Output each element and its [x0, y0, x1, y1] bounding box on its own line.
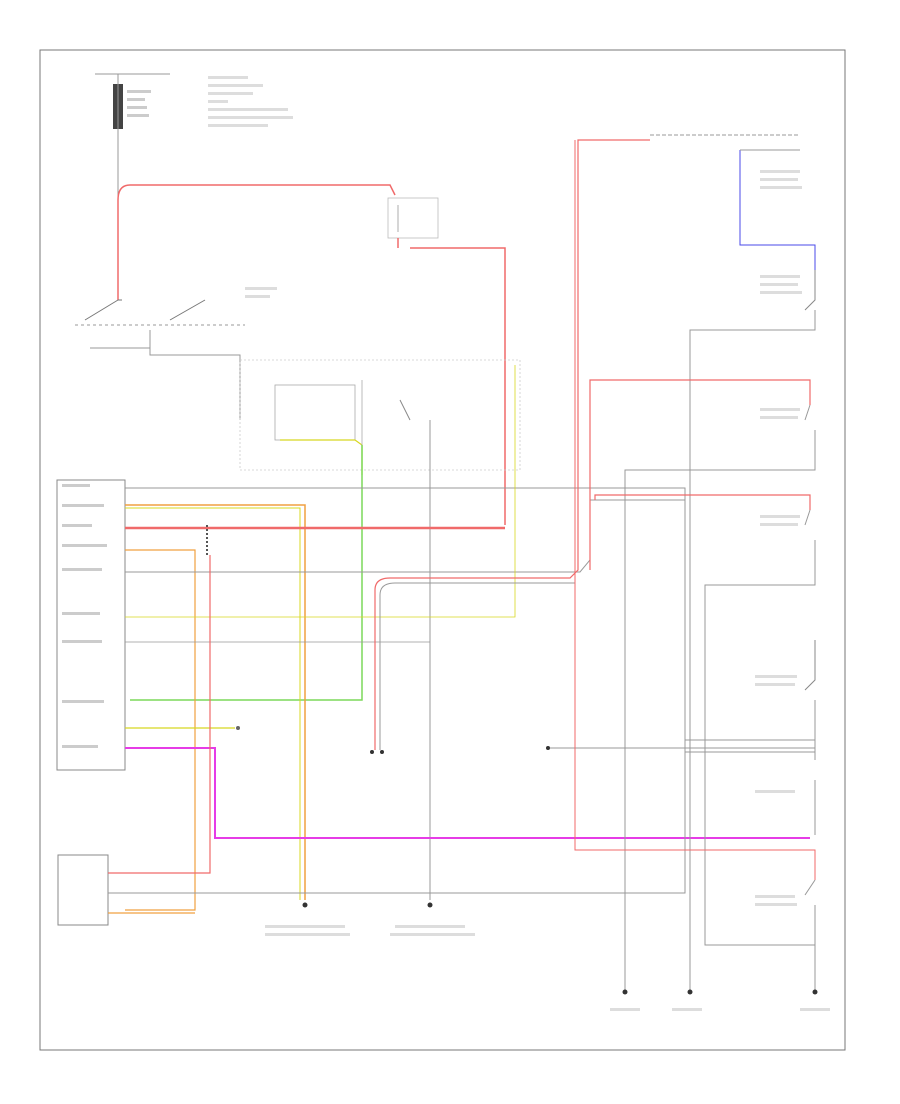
note-text-mark: [208, 100, 228, 103]
relay-switch-contact: [399, 399, 411, 421]
ignition-label-mark: [245, 287, 277, 290]
ground-label-mark: [610, 1008, 640, 1011]
relay-box: [387, 197, 439, 239]
switch-label-mark: [755, 903, 797, 906]
exterior-lights-terminal-a: [370, 750, 374, 754]
ground-label-mark: [800, 1008, 830, 1011]
sensor-module: [57, 854, 109, 926]
magenta-wire-module-to-switch: [125, 747, 810, 839]
ignition-output-wire: [149, 330, 241, 420]
door-switch-1-contact: [804, 270, 816, 311]
red-wire-to-top-switch: [374, 139, 650, 750]
gray-wire-exterior-lights: [379, 582, 575, 750]
orange-wire-module-pin-2: [125, 504, 306, 900]
switch-label-mark: [760, 275, 800, 278]
note-text-mark: [208, 76, 248, 79]
connector-label-mark: [395, 925, 465, 928]
module-pin-label: [62, 484, 90, 487]
gray-wire-door-switch-3: [704, 509, 816, 946]
connector-label-mark: [265, 925, 345, 928]
note-text-mark: [208, 124, 268, 127]
note-text-mark: [208, 116, 293, 119]
gray-wire-door-switch-2: [624, 404, 816, 990]
red-wire-trunk-switch: [574, 140, 816, 880]
green-wire-relay-control: [130, 445, 363, 701]
module-pin-label: [62, 504, 104, 507]
fuse-label-mark: [127, 106, 147, 109]
switch-label-mark: [755, 790, 795, 793]
red-wire-sensor-power: [108, 555, 211, 874]
relay-coil-box: [274, 384, 356, 441]
exterior-lights-right-terminal: [546, 746, 550, 750]
yellow-wire-module-pin-6: [125, 365, 516, 618]
diagram-frame: [39, 49, 846, 1051]
ignition-label-mark: [245, 295, 270, 298]
module-pin-label: [62, 640, 102, 643]
red-wire-relay-to-bus: [410, 247, 506, 525]
exterior-lights-terminal-b: [380, 750, 384, 754]
connector-starter-relay: [427, 902, 433, 908]
connector-label-mark: [390, 933, 475, 936]
gray-wire-sensor-ground: [108, 760, 686, 894]
switch-label-mark: [760, 186, 802, 189]
connector-exterior-lights-left: [302, 902, 308, 908]
switch-label-mark: [760, 416, 798, 419]
gray-wire-door-switch-1: [689, 310, 816, 990]
fuse-label-mark: [127, 114, 149, 117]
ignition-switch-contact-2: [169, 299, 206, 321]
module-pin-label: [62, 612, 100, 615]
module-pin-label: [62, 745, 98, 748]
switch-label-mark: [760, 291, 802, 294]
gray-wire-trunk-switch: [804, 879, 816, 990]
ground-connector-2: [687, 989, 693, 995]
switch-label-mark: [760, 523, 798, 526]
gray-wire-module-pin-5: [125, 499, 685, 573]
gray-wire-hood-bus: [685, 739, 815, 753]
switch-label-mark: [755, 683, 795, 686]
note-text-mark: [208, 92, 253, 95]
blue-wire-seat-belt: [739, 150, 816, 270]
switch-label-mark: [755, 675, 797, 678]
switch-label-mark: [760, 170, 800, 173]
main-control-module: [56, 479, 126, 771]
gray-wire-module-pin-1: [125, 487, 686, 760]
switch-label-mark: [760, 178, 798, 181]
fuse-label-mark: [127, 90, 151, 93]
ground-connector-1: [622, 989, 628, 995]
module-pin-label: [62, 544, 107, 547]
module-pin-label: [62, 700, 104, 703]
module-pin-label: [62, 568, 102, 571]
module-pin-label: [62, 524, 92, 527]
switch-label-mark: [760, 515, 800, 518]
hood-switch-contact: [804, 640, 816, 691]
note-text-mark: [208, 108, 288, 111]
relay-module-box: [239, 359, 521, 471]
red-wire-fuse-to-relay: [117, 184, 396, 201]
fuse-label-mark: [127, 98, 145, 101]
switch-label-mark: [755, 895, 795, 898]
yellow-wire-module-pin-2: [125, 507, 301, 900]
connector-terminal: [236, 726, 240, 730]
note-text-mark: [208, 84, 263, 87]
orange-wire-sensor-feed: [125, 549, 196, 911]
ground-label-mark: [672, 1008, 702, 1011]
red-wire-door-switch-2: [589, 379, 811, 570]
ground-connector-3: [812, 989, 818, 995]
ignition-switch-contact: [84, 299, 122, 321]
red-wire-door-switch-3: [594, 494, 811, 510]
connector-label-mark: [265, 933, 350, 936]
switch-label-mark: [760, 283, 798, 286]
switch-label-mark: [760, 408, 800, 411]
